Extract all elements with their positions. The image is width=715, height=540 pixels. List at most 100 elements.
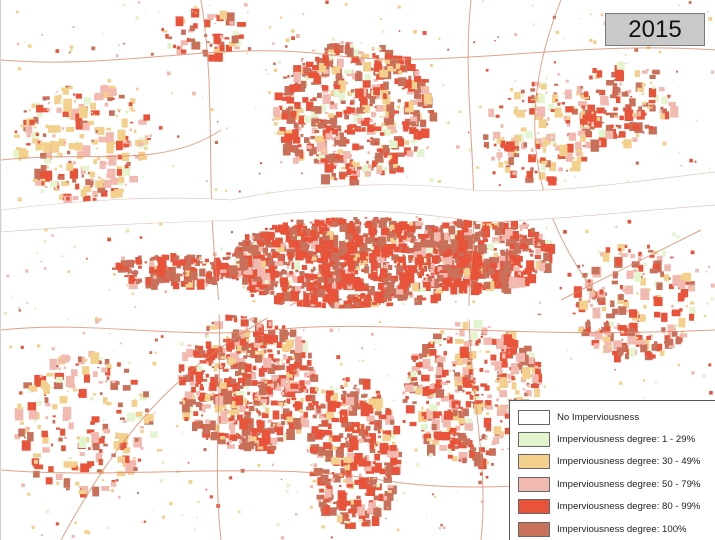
built-up-patch bbox=[211, 278, 218, 285]
built-up-patch bbox=[709, 391, 713, 395]
built-up-patch bbox=[316, 494, 324, 500]
built-up-patch bbox=[394, 222, 403, 234]
built-up-patch bbox=[28, 390, 32, 393]
built-up-patch bbox=[394, 265, 397, 268]
built-up-patch bbox=[209, 43, 213, 47]
built-up-patch bbox=[354, 301, 361, 307]
built-up-patch bbox=[253, 289, 257, 293]
built-up-patch bbox=[255, 408, 258, 412]
built-up-patch bbox=[582, 145, 586, 147]
built-up-patch bbox=[634, 336, 639, 340]
built-up-patch bbox=[269, 445, 277, 450]
built-up-patch bbox=[226, 252, 231, 256]
built-up-patch bbox=[134, 306, 137, 308]
built-up-patch bbox=[173, 282, 180, 290]
built-up-patch bbox=[325, 0, 329, 4]
built-up-patch bbox=[74, 142, 83, 151]
built-up-patch bbox=[128, 275, 135, 284]
built-up-patch bbox=[353, 217, 358, 221]
built-up-patch bbox=[268, 265, 276, 274]
built-up-patch bbox=[421, 268, 426, 271]
built-up-patch bbox=[179, 259, 187, 266]
built-up-patch bbox=[360, 99, 368, 110]
built-up-patch bbox=[230, 378, 237, 384]
built-up-patch bbox=[362, 80, 371, 88]
built-up-patch bbox=[513, 110, 518, 115]
built-up-patch bbox=[322, 85, 329, 91]
built-up-patch bbox=[414, 70, 420, 77]
built-up-patch bbox=[531, 81, 535, 87]
built-up-patch bbox=[103, 162, 108, 165]
built-up-patch bbox=[365, 173, 369, 177]
built-up-patch bbox=[312, 414, 316, 418]
built-up-patch bbox=[365, 436, 371, 439]
built-up-patch bbox=[130, 379, 138, 385]
built-up-patch bbox=[633, 115, 637, 119]
built-up-patch bbox=[347, 433, 353, 438]
built-up-patch bbox=[492, 279, 499, 284]
built-up-patch bbox=[54, 167, 57, 171]
legend-item-50-79: Imperviousness degree: 50 - 79% bbox=[518, 473, 715, 495]
built-up-patch bbox=[636, 344, 640, 347]
built-up-patch bbox=[537, 159, 542, 163]
built-up-patch bbox=[53, 125, 61, 133]
built-up-patch bbox=[225, 336, 230, 340]
built-up-patch bbox=[223, 338, 226, 343]
built-up-patch bbox=[340, 443, 345, 447]
built-up-patch bbox=[551, 94, 558, 103]
built-up-patch bbox=[628, 249, 631, 253]
built-up-patch bbox=[105, 401, 110, 406]
built-up-patch bbox=[124, 275, 129, 278]
built-up-patch bbox=[596, 116, 601, 121]
built-up-patch bbox=[43, 99, 47, 101]
built-up-patch bbox=[76, 436, 80, 440]
built-up-patch bbox=[67, 318, 69, 320]
built-up-patch bbox=[335, 262, 345, 269]
built-up-patch bbox=[396, 266, 404, 274]
built-up-patch bbox=[256, 240, 263, 244]
built-up-patch bbox=[627, 89, 632, 94]
built-up-patch bbox=[317, 152, 326, 160]
built-up-patch bbox=[243, 355, 248, 359]
built-up-patch bbox=[79, 106, 88, 119]
built-up-patch bbox=[706, 301, 710, 305]
built-up-patch bbox=[395, 138, 405, 147]
built-up-patch bbox=[283, 354, 287, 360]
built-up-patch bbox=[647, 288, 651, 291]
built-up-patch bbox=[344, 257, 348, 261]
built-up-patch bbox=[299, 340, 306, 344]
built-up-patch bbox=[242, 373, 252, 380]
built-up-patch bbox=[460, 257, 468, 267]
built-up-patch bbox=[98, 318, 102, 321]
built-up-patch bbox=[214, 22, 217, 24]
built-up-patch bbox=[606, 313, 615, 319]
built-up-patch bbox=[78, 356, 82, 362]
built-up-patch bbox=[396, 528, 400, 532]
built-up-patch bbox=[161, 27, 164, 32]
built-up-patch bbox=[330, 52, 337, 57]
built-up-patch bbox=[314, 284, 319, 290]
built-up-patch bbox=[302, 13, 305, 15]
built-up-patch bbox=[67, 390, 69, 393]
built-up-patch bbox=[694, 160, 697, 163]
built-up-patch bbox=[450, 427, 457, 435]
built-up-patch bbox=[231, 332, 239, 343]
built-up-patch bbox=[430, 263, 435, 269]
built-up-patch bbox=[662, 111, 670, 120]
built-up-patch bbox=[56, 365, 59, 368]
built-up-patch bbox=[613, 340, 622, 350]
built-up-patch bbox=[513, 256, 521, 266]
built-up-patch bbox=[497, 36, 499, 38]
built-up-patch bbox=[350, 391, 359, 402]
built-up-patch bbox=[234, 350, 239, 354]
built-up-patch bbox=[641, 70, 648, 74]
built-up-patch bbox=[237, 254, 240, 258]
built-up-patch bbox=[410, 116, 418, 122]
built-up-patch bbox=[351, 280, 356, 286]
built-up-patch bbox=[141, 521, 143, 524]
built-up-patch bbox=[219, 269, 227, 274]
built-up-patch bbox=[58, 359, 61, 363]
built-up-patch bbox=[132, 457, 136, 460]
built-up-patch bbox=[279, 329, 288, 343]
built-up-patch bbox=[173, 44, 176, 49]
